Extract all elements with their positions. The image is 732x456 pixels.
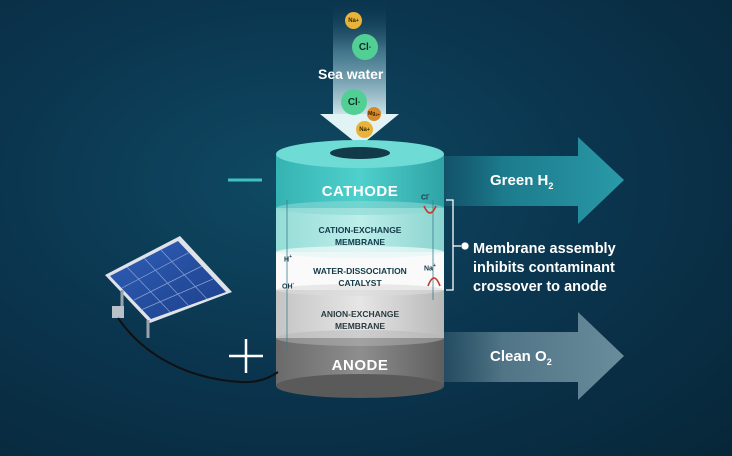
anion-exchange-membrane-label: ANION-EXCHANGE MEMBRANE — [276, 308, 444, 332]
ion-label: Mg — [368, 111, 376, 117]
label-line: MEMBRANE — [334, 237, 386, 247]
sodium-ion-bottom: Na+ — [356, 121, 373, 138]
cathode-label: CATHODE — [276, 183, 444, 201]
ion-label: Cl — [358, 41, 369, 53]
electrolyzer-stack — [276, 140, 444, 398]
annotation-line: crossover to anode — [473, 279, 607, 295]
ion-charge: - — [428, 192, 430, 198]
annotation-bracket — [446, 199, 469, 291]
ion-label: OH — [282, 283, 293, 291]
hydroxide-label: OH- — [282, 281, 294, 290]
anode-label: ANODE — [276, 357, 444, 375]
output-text: Clean O — [490, 348, 547, 365]
hydrogen-output-arrow — [438, 137, 624, 224]
label-line: WATER-DISSOCIATION — [313, 266, 407, 276]
annotation-line: inhibits contaminant — [473, 260, 615, 276]
ion-label: Na — [348, 17, 356, 24]
clean-oxygen-label: Clean O2 — [490, 348, 552, 367]
ion-label: Cl — [347, 96, 358, 108]
water-dissociation-catalyst-label: WATER-DISSOCIATION CATALYST — [276, 265, 444, 289]
chloride-rejection-arrow — [423, 205, 437, 214]
positive-electrode-symbol — [229, 339, 263, 373]
chloride-ion-top: Cl- — [352, 34, 378, 60]
label-line: ANION-EXCHANGE — [320, 309, 400, 319]
ion-label: Cl — [421, 194, 428, 202]
cation-exchange-membrane-label: CATION-EXCHANGE MEMBRANE — [276, 224, 444, 248]
annotation-line: Membrane assembly — [473, 241, 616, 257]
ion-charge: - — [292, 281, 295, 287]
label-line: CATION-EXCHANGE — [318, 225, 402, 235]
output-text: Green H — [490, 172, 549, 189]
membrane-annotation: Membrane assembly inhibits contaminant c… — [473, 240, 616, 297]
output-subscript: 2 — [546, 357, 552, 367]
proton-label: H+ — [284, 254, 292, 263]
ion-label: Na — [424, 265, 433, 273]
sodium-ion-top: Na+ — [345, 12, 362, 29]
sodium-rejection-label: Na+ — [424, 263, 436, 272]
ion-charge: 2+ — [375, 111, 380, 117]
ion-label: H — [284, 256, 290, 264]
label-line: CATALYST — [338, 278, 382, 288]
chloride-rejection-label: Cl- — [421, 192, 430, 201]
ion-charge: + — [366, 126, 370, 133]
output-subscript: 2 — [548, 181, 554, 191]
label-line: MEMBRANE — [334, 321, 386, 331]
anode-text: ANODE — [331, 357, 389, 374]
sodium-rejection-arrow — [427, 277, 441, 287]
ion-charge: - — [357, 98, 361, 106]
chloride-ion-bottom: Cl- — [341, 89, 367, 115]
ion-charge: + — [289, 254, 292, 260]
green-hydrogen-label: Green H2 — [490, 172, 553, 191]
ion-charge: - — [368, 43, 372, 51]
ion-charge: + — [432, 263, 436, 269]
solar-panel-icon — [105, 236, 279, 384]
oxygen-output-arrow — [438, 312, 624, 400]
ion-label: Na — [359, 126, 367, 133]
ion-charge: + — [355, 17, 359, 24]
sea-water-label: Sea water — [318, 66, 384, 82]
cathode-text: CATHODE — [321, 183, 399, 200]
